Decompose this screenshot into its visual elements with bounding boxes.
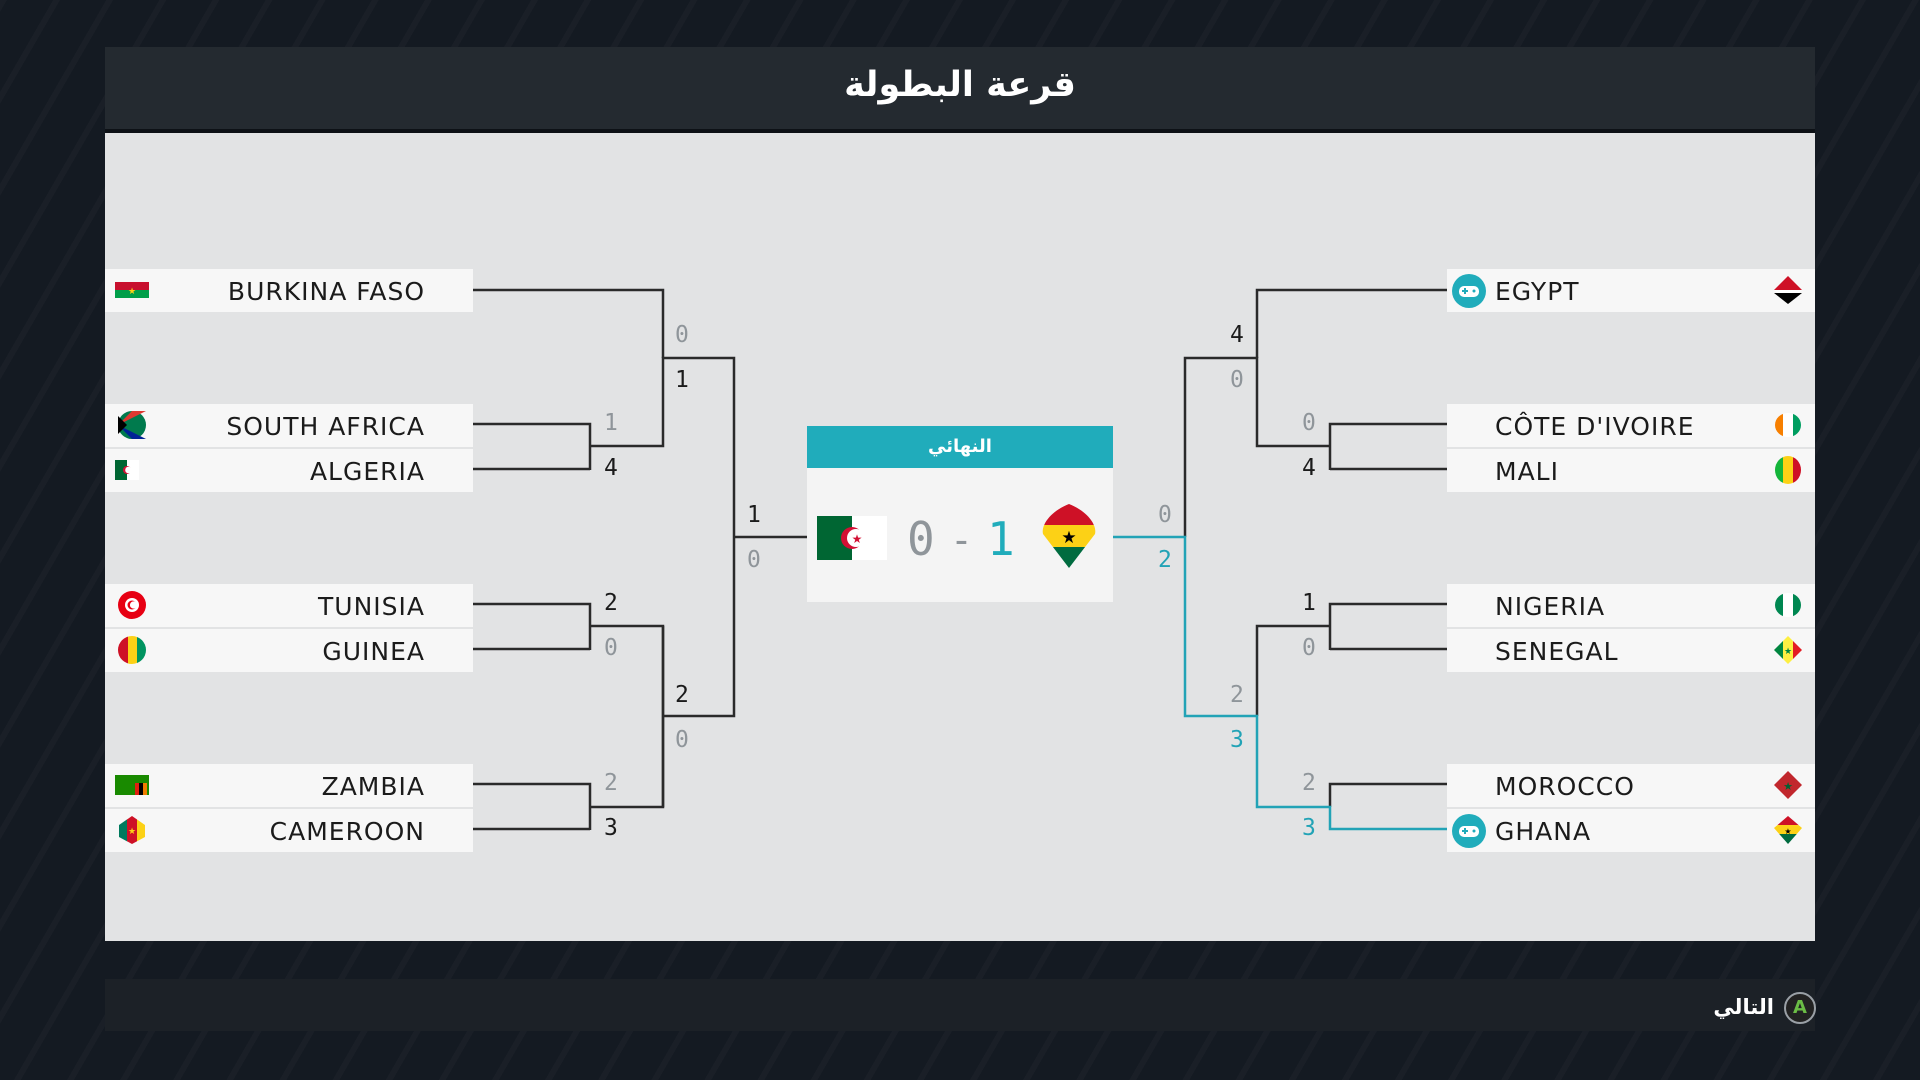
score: 0 [1302, 635, 1316, 661]
score: 4 [1302, 455, 1316, 481]
team-name: GUINEA [322, 637, 425, 666]
score: 0 [675, 727, 689, 753]
svg-text:★: ★ [852, 532, 863, 546]
score: 0 [604, 635, 618, 661]
gamepad-icon [1452, 814, 1486, 848]
algeria-flag-icon [115, 460, 139, 480]
team-name: CAMEROON [269, 817, 425, 846]
score: 4 [604, 455, 618, 481]
senegal-flag-icon: ★ [1774, 636, 1802, 664]
south-africa-flag-icon [118, 411, 146, 439]
final-label: النهائي [807, 426, 1113, 468]
team-name: SOUTH AFRICA [226, 412, 425, 441]
next-label: التالي [1713, 995, 1774, 1019]
svg-text:★: ★ [1784, 647, 1792, 657]
mali-flag-icon [1775, 456, 1801, 484]
team-algeria: ALGERIA [105, 449, 473, 492]
cote-divoire-flag-icon [1775, 413, 1801, 437]
team-senegal: SENEGAL ★ [1447, 629, 1815, 672]
morocco-flag-icon: ★ [1774, 771, 1802, 799]
team-name: EGYPT [1495, 277, 1580, 306]
score: 2 [1230, 682, 1244, 708]
zambia-flag-icon [115, 775, 149, 795]
score: 0 [747, 547, 761, 573]
title-bar: قرعة البطولة [105, 47, 1815, 133]
score: 2 [1302, 770, 1316, 796]
a-button-icon: A [1784, 992, 1816, 1024]
svg-text:★: ★ [1784, 827, 1791, 836]
score: 1 [604, 410, 618, 436]
team-name: TUNISIA [318, 592, 425, 621]
egypt-flag-icon [1774, 276, 1802, 304]
team-mali: MALI [1447, 449, 1815, 492]
team-name: ZAMBIA [321, 772, 425, 801]
guinea-flag-icon [118, 636, 146, 664]
team-name: GHANA [1495, 817, 1592, 846]
team-guinea: GUINEA [105, 629, 473, 672]
score: 2 [675, 682, 689, 708]
ghana-flag-icon: ★ [1042, 504, 1096, 568]
team-south-africa: SOUTH AFRICA [105, 404, 473, 447]
final-away-score: 1 [987, 512, 1015, 566]
score: 1 [675, 367, 689, 393]
score: 3 [1302, 815, 1316, 841]
team-zambia: ZAMBIA [105, 764, 473, 807]
team-ghana: GHANA ★ [1447, 809, 1815, 852]
team-cote-divoire: CÔTE D'IVOIRE [1447, 404, 1815, 447]
burkina-faso-flag-icon: ★ [115, 282, 149, 298]
score: 0 [1158, 502, 1172, 528]
algeria-flag-icon: ★ [817, 516, 887, 560]
team-tunisia: TUNISIA [105, 584, 473, 627]
footer-bar [105, 979, 1815, 1031]
score: 1 [1302, 590, 1316, 616]
ghana-flag-icon: ★ [1774, 816, 1802, 844]
score: 2 [1158, 547, 1172, 573]
score: 3 [604, 815, 618, 841]
score: 0 [1230, 367, 1244, 393]
team-name: MOROCCO [1495, 772, 1635, 801]
team-name: ALGERIA [309, 457, 425, 486]
team-name: BURKINA FASO [227, 277, 425, 306]
next-button[interactable]: التالي A [1676, 992, 1816, 1024]
score: 0 [1302, 410, 1316, 436]
final-home-score: 0 [907, 512, 935, 566]
score: 0 [675, 322, 689, 348]
team-name: NIGERIA [1495, 592, 1606, 621]
team-egypt: EGYPT [1447, 269, 1815, 312]
cameroon-flag-icon: ★ [119, 816, 145, 844]
team-nigeria: NIGERIA [1447, 584, 1815, 627]
score: 4 [1230, 322, 1244, 348]
page-title: قرعة البطولة [844, 65, 1076, 105]
svg-text:★: ★ [128, 287, 136, 297]
score: 3 [1230, 727, 1244, 753]
gamepad-icon [1452, 274, 1486, 308]
team-name: MALI [1495, 457, 1559, 486]
svg-text:★: ★ [1061, 528, 1076, 548]
score-separator: - [950, 518, 973, 562]
final-match-card: النهائي ★ 0 - 1 ★ [807, 426, 1113, 602]
nigeria-flag-icon [1775, 593, 1801, 617]
team-morocco: MOROCCO ★ [1447, 764, 1815, 807]
svg-text:★: ★ [1783, 780, 1793, 793]
team-cameroon: ★ CAMEROON [105, 809, 473, 852]
team-name: SENEGAL [1495, 637, 1619, 666]
tunisia-flag-icon [118, 591, 146, 619]
score: 2 [604, 590, 618, 616]
svg-text:★: ★ [128, 827, 136, 837]
team-burkina-faso: ★ BURKINA FASO [105, 269, 473, 312]
score: 2 [604, 770, 618, 796]
team-name: CÔTE D'IVOIRE [1495, 412, 1695, 441]
score: 1 [747, 502, 761, 528]
